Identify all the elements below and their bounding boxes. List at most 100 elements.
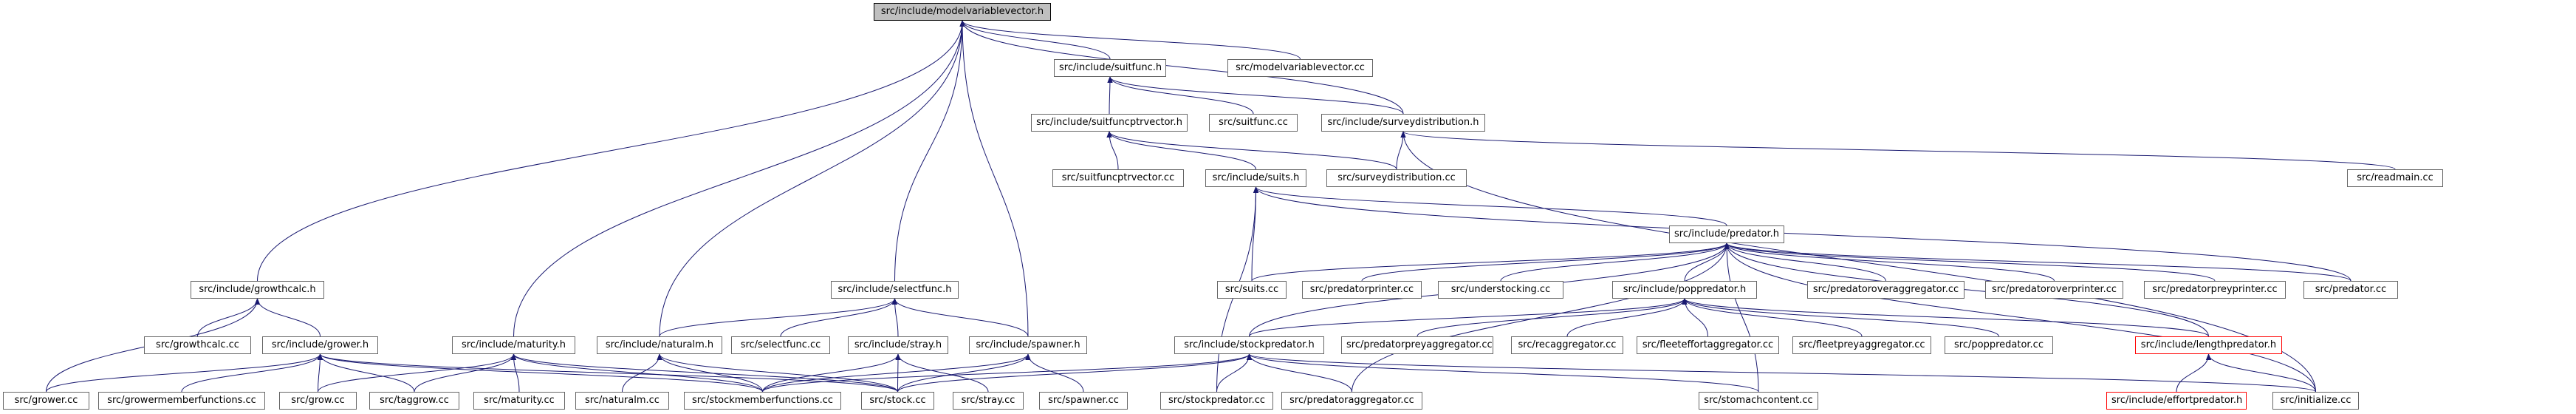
node-suitfunc-h[interactable]: src/include/suitfunc.h	[1054, 59, 1166, 77]
edge-stock-cc-to-stockpredator-h	[897, 353, 1252, 393]
node-naturalm-cc[interactable]: src/naturalm.cc	[575, 392, 669, 410]
edge-modelvariablevector-cc-to-modelvariablevector-h	[959, 20, 1301, 60]
edge-naturalm-cc-to-naturalm-h	[622, 353, 662, 393]
edge-stockmemberfunctions-cc-to-maturity-h	[511, 353, 763, 393]
node-recaggregator-cc[interactable]: src/recaggregator.cc	[1511, 336, 1623, 354]
edge-surveydistribution-cc-to-suitfuncptrvector-h	[1106, 131, 1397, 170]
node-stomachcontent-cc[interactable]: src/stomachcontent.cc	[1699, 392, 1818, 410]
node-predatorpreyaggregator-cc[interactable]: src/predatorpreyaggregator.cc	[1341, 336, 1493, 354]
node-initialize-cc[interactable]: src/initialize.cc	[2272, 392, 2359, 410]
node-fleeteffortaggregator-cc[interactable]: src/fleeteffortaggregator.cc	[1637, 336, 1779, 354]
edge-surveydistribution-cc-to-surveydistribution-h	[1396, 131, 1406, 170]
edge-predatoroverprinter-cc-to-predator-h	[1724, 242, 2055, 282]
node-fleetpreyaggregator-cc[interactable]: src/fleetpreyaggregator.cc	[1792, 336, 1931, 354]
edge-grower-h-to-growthcalc-h	[254, 298, 321, 337]
node-grow-cc[interactable]: src/grow.cc	[279, 392, 357, 410]
edge-lengthpredator-h-to-poppredator-h	[1682, 298, 2209, 337]
edge-predatorprinter-cc-to-predator-h	[1361, 242, 1730, 282]
edge-growthcalc-h-to-modelvariablevector-h	[257, 20, 965, 282]
edge-spawner-h-to-selectfunc-h	[891, 298, 1029, 337]
edge-predatorpreyprinter-cc-to-predator-h	[1724, 242, 2216, 282]
edge-understocking-cc-to-predator-h	[1500, 242, 1730, 282]
node-stock-cc[interactable]: src/stock.cc	[861, 392, 934, 410]
node-poppredator-cc[interactable]: src/poppredator.cc	[1945, 336, 2053, 354]
edge-naturalm-h-to-selectfunc-h	[659, 298, 897, 337]
edge-grower-cc-to-grower-h	[46, 353, 323, 393]
node-stockpredator-cc[interactable]: src/stockpredator.cc	[1160, 392, 1273, 410]
edge-stock-cc-to-naturalm-h	[657, 353, 898, 393]
edge-grow-cc-to-grower-h	[317, 353, 323, 393]
edge-initialize-cc-to-stockpredator-h	[1247, 353, 2316, 393]
node-stockmemberfunctions-cc[interactable]: src/stockmemberfunctions.cc	[684, 392, 841, 410]
node-understocking-cc[interactable]: src/understocking.cc	[1438, 281, 1563, 299]
edge-growermemberfunctions-cc-to-grower-h	[181, 353, 323, 393]
edge-suits-cc-to-predator-h	[1251, 242, 1730, 282]
edge-predatorpreyaggregator-cc-to-poppredator-h	[1417, 298, 1688, 337]
edge-suitfunc-cc-to-suitfunc-h	[1107, 76, 1254, 115]
edge-grow-cc-to-maturity-h	[318, 353, 517, 393]
edge-stockmemberfunctions-cc-to-naturalm-h	[657, 353, 763, 393]
edge-stock-cc-to-maturity-h	[511, 353, 898, 393]
edge-maturity-cc-to-maturity-h	[510, 353, 520, 393]
node-predatorpreyprinter-cc[interactable]: src/predatorpreyprinter.cc	[2144, 281, 2286, 299]
node-selectfunc-h[interactable]: src/include/selectfunc.h	[831, 281, 959, 299]
node-lengthpredator-h[interactable]: src/include/lengthpredator.h	[2135, 336, 2282, 354]
node-stockpredator-h[interactable]: src/include/stockpredator.h	[1174, 336, 1324, 354]
node-modelvariablevector-cc[interactable]: src/modelvariablevector.cc	[1227, 59, 1373, 77]
node-selectfunc-cc[interactable]: src/selectfunc.cc	[731, 336, 830, 354]
edge-predatoraggregator-cc-to-stockpredator-h	[1246, 353, 1352, 393]
node-stray-cc[interactable]: src/stray.cc	[953, 392, 1024, 410]
node-spawner-cc[interactable]: src/spawner.cc	[1039, 392, 1128, 410]
node-grower-cc[interactable]: src/grower.cc	[3, 392, 89, 410]
node-suitfuncptrvector-cc[interactable]: src/suitfuncptrvector.cc	[1052, 169, 1184, 187]
node-maturity-h[interactable]: src/include/maturity.h	[452, 336, 575, 354]
edge-readmain-cc-to-surveydistribution-h	[1400, 131, 2396, 170]
edge-taggrow-cc-to-grower-h	[317, 353, 415, 393]
node-predatoroverprinter-cc[interactable]: src/predatoroverprinter.cc	[1985, 281, 2123, 299]
edge-surveydistribution-h-to-suitfunc-h	[1107, 76, 1404, 115]
node-predatoroveraggregator-cc[interactable]: src/predatoroveraggregator.cc	[1807, 281, 1964, 299]
edge-suitfunc-h-to-modelvariablevector-h	[959, 20, 1111, 60]
node-surveydistribution-cc[interactable]: src/surveydistribution.cc	[1326, 169, 1467, 187]
node-growermemberfunctions-cc[interactable]: src/growermemberfunctions.cc	[98, 392, 265, 410]
node-spawner-h[interactable]: src/include/spawner.h	[969, 336, 1087, 354]
node-suitfunc-cc[interactable]: src/suitfunc.cc	[1209, 114, 1298, 132]
edge-predator-h-to-suits-h	[1253, 186, 1727, 226]
node-predatorprinter-cc[interactable]: src/predatorprinter.cc	[1302, 281, 1422, 299]
node-naturalm-h[interactable]: src/include/naturalm.h	[597, 336, 722, 354]
edge-stockmemberfunctions-cc-to-grower-h	[318, 353, 763, 393]
node-suitfuncptrvector-h[interactable]: src/include/suitfuncptrvector.h	[1031, 114, 1188, 132]
node-stray-h[interactable]: src/include/stray.h	[848, 336, 948, 354]
node-suits-h[interactable]: src/include/suits.h	[1205, 169, 1306, 187]
edge-fleetpreyaggregator-cc-to-poppredator-h	[1682, 298, 1863, 337]
node-growthcalc-cc[interactable]: src/growthcalc.cc	[144, 336, 251, 354]
node-poppredator-h[interactable]: src/include/poppredator.h	[1612, 281, 1757, 299]
node-growthcalc-h[interactable]: src/include/growthcalc.h	[191, 281, 324, 299]
node-readmain-cc[interactable]: src/readmain.cc	[2347, 169, 2443, 187]
edge-selectfunc-h-to-modelvariablevector-h	[894, 20, 965, 282]
edge-initialize-cc-to-predator-h	[1724, 242, 2316, 393]
node-suits-cc[interactable]: src/suits.cc	[1217, 281, 1287, 299]
edge-effortpredator-h-to-lengthpredator-h	[2176, 353, 2212, 393]
node-maturity-cc[interactable]: src/maturity.cc	[473, 392, 565, 410]
edge-poppredator-cc-to-poppredator-h	[1682, 298, 1999, 337]
node-modelvariablevector-h: src/include/modelvariablevector.h	[874, 3, 1051, 21]
node-predatoraggregator-cc[interactable]: src/predatoraggregator.cc	[1281, 392, 1422, 410]
node-taggrow-cc[interactable]: src/taggrow.cc	[369, 392, 459, 410]
edge-spawner-cc-to-spawner-h	[1025, 353, 1084, 393]
edge-naturalm-h-to-modelvariablevector-h	[659, 20, 965, 337]
node-effortpredator-h[interactable]: src/include/effortpredator.h	[2106, 392, 2247, 410]
edge-predator-cc-to-suits-h	[1253, 186, 2351, 282]
edge-growthcalc-cc-to-growthcalc-h	[197, 298, 261, 337]
edge-maturity-h-to-modelvariablevector-h	[513, 20, 965, 337]
node-predator-cc[interactable]: src/predator.cc	[2303, 281, 2398, 299]
edge-stock-cc-to-grower-h	[318, 353, 898, 393]
node-surveydistribution-h[interactable]: src/include/surveydistribution.h	[1321, 114, 1485, 132]
edge-stomachcontent-cc-to-predator-h	[1724, 242, 1759, 393]
node-grower-h[interactable]: src/include/grower.h	[262, 336, 378, 354]
edge-suitfuncptrvector-h-to-suitfunc-h	[1107, 76, 1113, 115]
node-predator-h[interactable]: src/include/predator.h	[1669, 225, 1784, 243]
edge-predator-cc-to-predator-h	[1724, 242, 2351, 282]
